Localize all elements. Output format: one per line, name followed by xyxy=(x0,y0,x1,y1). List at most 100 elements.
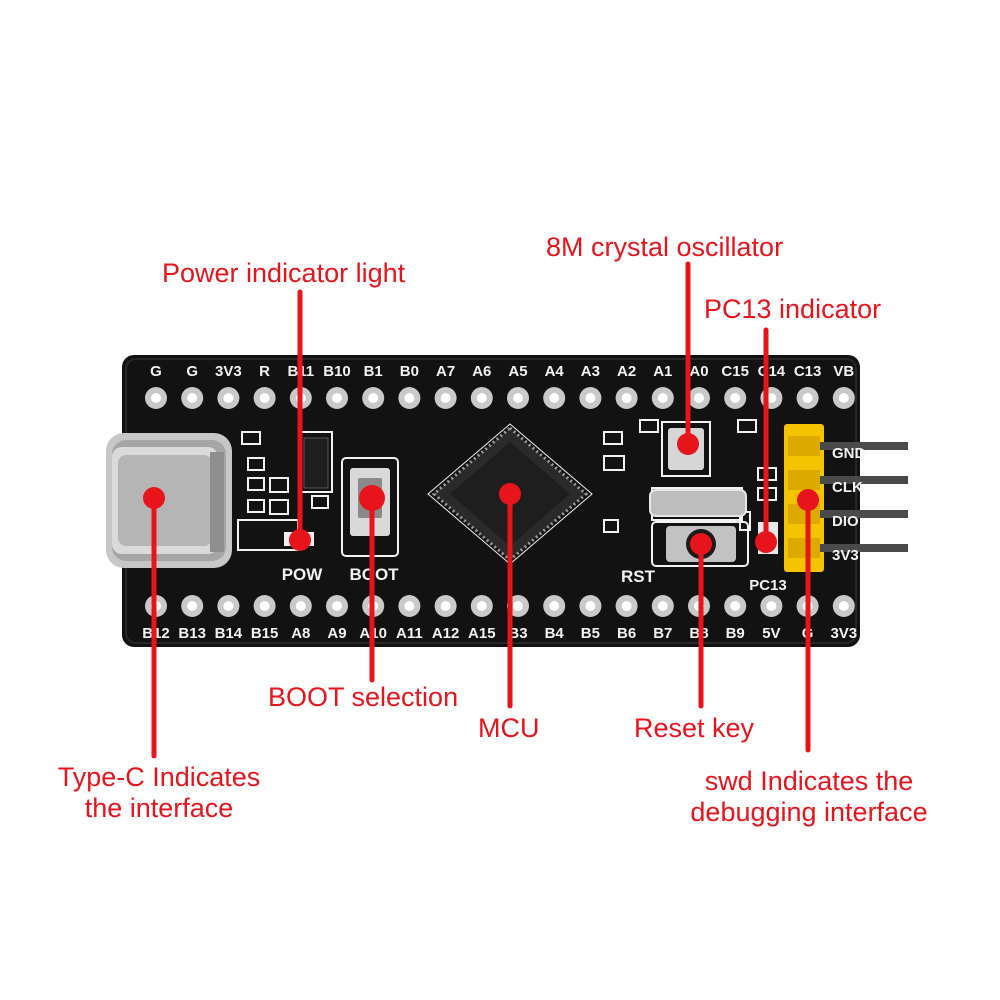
mcu-dot xyxy=(499,483,521,505)
pc13-dot xyxy=(755,531,777,553)
bottom-pin-pad-hole xyxy=(404,601,415,611)
callout-swd: swd Indicates the debugging interface xyxy=(676,766,942,828)
top-pin-pad-hole xyxy=(657,393,668,403)
bottom-pin-label: A11 xyxy=(396,625,423,642)
pc13-label: PC13 xyxy=(749,577,787,594)
top-pin-label: R xyxy=(259,363,270,380)
bottom-pin-pad-hole xyxy=(332,601,342,611)
bottom-pin-pad-hole xyxy=(766,601,777,611)
top-pin-pad-hole xyxy=(440,393,451,403)
rst-label: RST xyxy=(621,567,656,586)
bottom-pin-pad-hole xyxy=(549,601,560,611)
callout-crystal-oscillator: 8M crystal oscillator xyxy=(546,232,784,262)
top-pin-pad-hole xyxy=(766,393,777,403)
top-pin-pad-hole xyxy=(259,393,270,403)
top-pin-label: A6 xyxy=(472,363,491,380)
top-pin-label: A5 xyxy=(508,363,527,380)
bottom-pin-label: A8 xyxy=(291,625,310,642)
bottom-pin-pad-hole xyxy=(513,601,523,611)
bottom-pin-label: B13 xyxy=(178,625,206,642)
callout-swd-line1: swd Indicates the xyxy=(704,766,914,796)
swd-pin-label: GND xyxy=(832,445,866,462)
top-pin-pad-hole xyxy=(802,393,813,403)
top-pin-label: B0 xyxy=(400,363,419,380)
top-pin-label: A1 xyxy=(653,363,672,380)
bottom-pin-label: B6 xyxy=(617,625,636,642)
swd-dot xyxy=(797,489,819,511)
bottom-pin-pad-hole xyxy=(585,601,596,611)
callout-reset-key: Reset key xyxy=(634,713,755,743)
top-pin-label: B1 xyxy=(364,363,383,380)
bottom-pin-label: A9 xyxy=(327,625,346,642)
bottom-pin-label: B3 xyxy=(508,625,527,642)
top-pin-pad-hole xyxy=(332,393,342,403)
power-light-dot xyxy=(289,529,311,551)
bottom-pin-row: B12B13B14B15A8A9A10A11A12A15B3B4B5B6B7B8… xyxy=(142,595,857,642)
callout-pc13-indicator: PC13 indicator xyxy=(704,294,882,324)
callout-leader-lines xyxy=(151,261,811,759)
top-pin-label: B10 xyxy=(323,363,351,380)
bottom-pin-pad-hole xyxy=(476,601,487,611)
callout-type-c: Type-C Indicates the interface xyxy=(46,762,272,824)
top-pin-label: VB xyxy=(833,363,854,380)
bottom-pin-label: A12 xyxy=(432,625,460,642)
bottom-pin-pad-hole xyxy=(295,601,306,611)
top-pin-pad-hole xyxy=(476,393,487,403)
bottom-pin-pad-hole xyxy=(621,601,632,611)
bottom-pin-label: A15 xyxy=(468,625,496,642)
top-pin-pad-hole xyxy=(151,393,161,403)
crystal-dot xyxy=(677,433,699,455)
top-pin-label: C14 xyxy=(758,363,786,380)
callout-swd-line2: debugging interface xyxy=(690,797,928,827)
top-pin-pad-hole xyxy=(838,393,849,403)
bottom-pin-label: B7 xyxy=(653,625,672,642)
callout-type-c-line2: the interface xyxy=(84,793,234,823)
pow-label: POW xyxy=(282,565,324,584)
bottom-pin-label: 5V xyxy=(762,625,780,642)
bottom-pin-pad-hole xyxy=(730,601,741,611)
bottom-pin-pad-hole xyxy=(259,601,270,611)
top-pin-label: A7 xyxy=(436,363,455,380)
rtc-crystal xyxy=(649,489,747,517)
top-pin-pad-hole xyxy=(549,393,560,403)
bottom-pin-label: B4 xyxy=(545,625,565,642)
top-pin-pad-hole xyxy=(694,393,704,403)
bottom-pin-pad-hole xyxy=(440,601,451,611)
type-c-dot xyxy=(143,487,165,509)
callout-power-indicator-light: Power indicator light xyxy=(162,258,406,288)
bottom-pin-pad-hole xyxy=(223,601,234,611)
callout-dots xyxy=(143,433,819,555)
top-pin-row: GG3V3RB11B10B1B0A7A6A5A4A3A2A1A0C15C14C1… xyxy=(145,363,855,409)
top-pin-label: G xyxy=(186,363,198,380)
callout-mcu: MCU xyxy=(478,713,540,743)
top-pin-label: G xyxy=(150,363,162,380)
voltage-regulator xyxy=(303,437,329,489)
bottom-pin-label: 3V3 xyxy=(830,625,857,642)
swd-pin-label: CLK xyxy=(832,479,863,496)
top-pin-label: C13 xyxy=(794,363,822,380)
swd-pin-label: 3V3 xyxy=(832,547,859,564)
bottom-pin-label: B9 xyxy=(726,625,745,642)
callout-type-c-line1: Type-C Indicates xyxy=(57,762,261,792)
top-pin-label: A2 xyxy=(617,363,636,380)
top-pin-pad-hole xyxy=(585,393,596,403)
top-pin-label: A4 xyxy=(545,363,565,380)
top-pin-label: A0 xyxy=(689,363,708,380)
top-pin-pad-hole xyxy=(621,393,632,403)
reset-dot xyxy=(690,533,712,555)
swd-pin-labels: GND CLK DIO 3V3 xyxy=(832,445,866,564)
smd-components-left xyxy=(237,431,333,551)
top-pin-label: C15 xyxy=(721,363,749,380)
bottom-pin-label: B15 xyxy=(251,625,279,642)
swd-pin-label: DIO xyxy=(832,513,859,530)
bottom-pin-pad-hole xyxy=(838,601,849,611)
top-pin-pad-hole xyxy=(730,393,741,403)
top-pin-pad-hole xyxy=(223,393,234,403)
top-pin-pad-hole xyxy=(404,393,415,403)
bottom-pin-label: B5 xyxy=(581,625,600,642)
bottom-pin-pad-hole xyxy=(187,601,198,611)
top-pin-label: 3V3 xyxy=(215,363,242,380)
top-pin-label: A3 xyxy=(581,363,600,380)
top-pin-pad-hole xyxy=(187,393,198,403)
